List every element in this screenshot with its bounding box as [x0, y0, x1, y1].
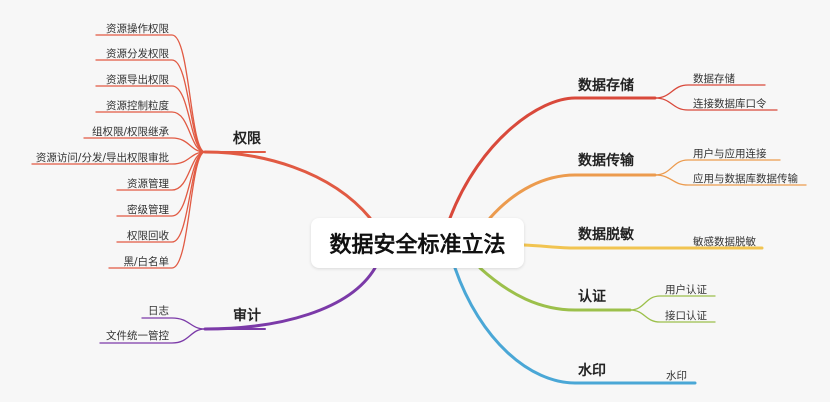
branch-shenji[interactable]: 审计 — [233, 308, 261, 324]
link-quanxian-2 — [95, 85, 206, 153]
leaf-tuomin-0[interactable]: 敏感数据脱敏 — [693, 236, 756, 248]
leaf-quanxian-9[interactable]: 黑/白名单 — [123, 256, 169, 268]
leaf-quanxian-7[interactable]: 密级管理 — [127, 204, 169, 216]
link-shenji-1 — [99, 328, 206, 344]
link-center-cunchu — [448, 96, 657, 220]
leaf-quanxian-2[interactable]: 资源导出权限 — [106, 74, 169, 86]
leaf-quanxian-6[interactable]: 资源管理 — [127, 178, 169, 190]
branch-renzheng[interactable]: 认证 — [578, 289, 606, 305]
branch-cunchu[interactable]: 数据存储 — [578, 78, 634, 94]
leaf-shenji-1[interactable]: 文件统一管控 — [106, 330, 169, 342]
leaf-quanxian-4[interactable]: 组权限/权限继承 — [91, 126, 169, 138]
leaf-renzheng-1[interactable]: 接口认证 — [665, 310, 707, 322]
link-center-quanxian — [203, 150, 372, 220]
link-cunchu-1 — [654, 97, 778, 111]
leaf-renzheng-0[interactable]: 用户认证 — [665, 284, 707, 296]
leaf-chuanshu-0[interactable]: 用户与应用连接 — [693, 148, 767, 160]
link-center-chuanshu — [488, 173, 657, 220]
link-quanxian-4 — [83, 137, 206, 153]
leaf-quanxian-5[interactable]: 资源访问/分发/导出权限审批 — [35, 152, 169, 164]
leaf-quanxian-3[interactable]: 资源控制粒度 — [106, 100, 169, 112]
link-cunchu-0 — [654, 84, 766, 99]
link-chuanshu-0 — [654, 159, 781, 176]
branch-tuomin[interactable]: 数据脱敏 — [578, 227, 634, 243]
leaf-quanxian-8[interactable]: 权限回收 — [127, 230, 169, 242]
leaf-shenji-0[interactable]: 日志 — [148, 305, 169, 317]
link-center-shuiyin — [453, 266, 697, 385]
central-topic[interactable]: 数据安全标准立法 — [311, 218, 524, 268]
leaf-cunchu-0[interactable]: 数据存储 — [693, 73, 735, 85]
leaf-chuanshu-1[interactable]: 应用与数据库数据传输 — [693, 173, 798, 185]
link-quanxian-9 — [108, 151, 206, 269]
branch-quanxian[interactable]: 权限 — [233, 131, 261, 147]
link-quanxian-1 — [95, 59, 206, 153]
link-quanxian-0 — [95, 34, 206, 153]
link-center-tuomin — [522, 243, 764, 250]
link-center-renzheng — [478, 266, 632, 312]
link-renzheng-1 — [629, 309, 716, 323]
link-chuanshu-1 — [654, 174, 807, 186]
branch-shuiyin[interactable]: 水印 — [578, 363, 606, 379]
leaf-quanxian-0[interactable]: 资源操作权限 — [106, 23, 169, 35]
leaf-cunchu-1[interactable]: 连接数据库口令 — [693, 98, 767, 110]
leaf-shuiyin-0[interactable]: 水印 — [666, 370, 687, 382]
link-renzheng-0 — [629, 295, 716, 311]
link-shenji-0 — [141, 317, 206, 330]
link-quanxian-3 — [95, 111, 206, 153]
leaf-quanxian-1[interactable]: 资源分发权限 — [106, 48, 169, 60]
link-center-shenji — [203, 266, 377, 331]
branch-chuanshu[interactable]: 数据传输 — [578, 153, 634, 169]
link-quanxian-6 — [116, 151, 206, 191]
